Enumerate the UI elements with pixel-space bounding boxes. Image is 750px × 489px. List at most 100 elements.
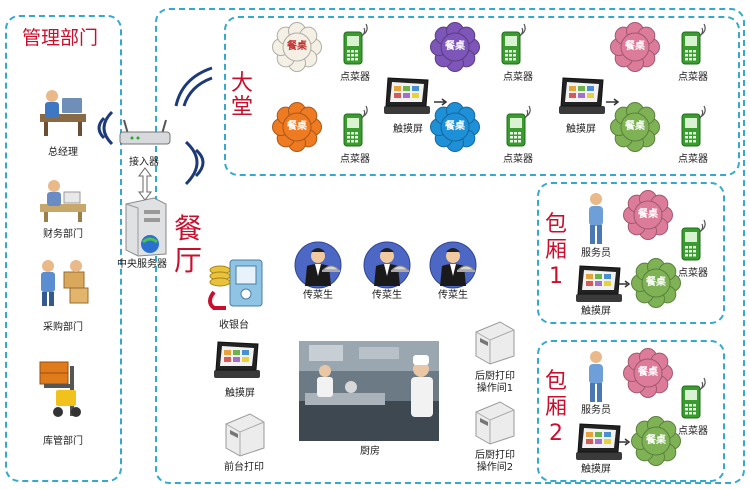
- cashier-touchscreen-label: 触摸屏: [225, 388, 255, 399]
- finance-icon: [36, 178, 90, 224]
- server-staff-1-label: 传菜生: [303, 290, 333, 301]
- room1-arrow-icon: [619, 280, 631, 288]
- wifi-waves-up-icon: [172, 64, 218, 110]
- room2-table-green: 餐桌: [631, 416, 681, 466]
- server-staff-3-label: 传菜生: [438, 290, 468, 301]
- room2-order-device-label: 点菜器: [678, 426, 708, 437]
- hall-order-device-3-label: 点菜器: [678, 72, 708, 83]
- room1-title-3: 1: [549, 264, 563, 289]
- finance-label: 财务部门: [43, 229, 83, 240]
- hall-arrow-1-icon: [434, 98, 450, 106]
- hall-table-1-white: 餐桌: [272, 22, 322, 72]
- purchasing-icon: [34, 258, 92, 308]
- hall-title-1: 大: [230, 71, 253, 96]
- hall-table-3-pink: 餐桌: [610, 22, 660, 72]
- hall-box: [224, 16, 740, 176]
- cashier-label: 收银台: [219, 320, 249, 331]
- kitchen-label: 厨房: [360, 446, 380, 457]
- wifi-waves-left-icon: [86, 108, 116, 148]
- room2-touchscreen-label: 触摸屏: [581, 464, 611, 475]
- hall-touchscreen-1-label: 触摸屏: [393, 124, 423, 135]
- central-server-icon: [120, 196, 170, 258]
- table-label: 餐桌: [646, 277, 666, 288]
- cashier-touchscreen-icon: [210, 340, 264, 380]
- management-box: [5, 15, 122, 482]
- server-staff-3-icon: [428, 240, 478, 290]
- room2-arrow-icon: [619, 438, 631, 446]
- restaurant-title-1: 餐: [173, 212, 202, 245]
- hall-touchscreen-2-label: 触摸屏: [566, 124, 596, 135]
- front-printer-icon: [220, 408, 268, 458]
- table-label: 餐桌: [287, 41, 307, 52]
- table-label: 餐桌: [625, 121, 645, 132]
- room1-touchscreen-icon: [572, 264, 626, 304]
- room2-title-2: 厢: [544, 395, 567, 420]
- cashier-icon: [204, 256, 268, 316]
- hall-title-2: 堂: [230, 95, 253, 120]
- private-room-1-box: [537, 182, 725, 324]
- back-printer-2-label-a: 后厨打印: [475, 450, 515, 461]
- access-point-icon: [118, 119, 172, 150]
- hall-table-5-blue: 餐桌: [430, 102, 480, 152]
- room2-title-1: 包: [544, 369, 567, 394]
- restaurant-title-2: 厅: [173, 244, 202, 277]
- room1-table-green: 餐桌: [631, 258, 681, 308]
- room1-order-device-icon: [680, 219, 710, 264]
- room1-waiter-icon: [584, 192, 608, 246]
- wifi-waves-right-icon: [180, 138, 216, 188]
- hall-order-device-4-icon: [342, 105, 372, 150]
- hall-touchscreen-1-icon: [380, 76, 434, 116]
- room1-order-device-label: 点菜器: [678, 268, 708, 279]
- room2-touchscreen-icon: [572, 422, 626, 462]
- hall-table-4-orange: 餐桌: [272, 102, 322, 152]
- hall-order-device-1-icon: [342, 23, 372, 68]
- hall-order-device-2-label: 点菜器: [503, 72, 533, 83]
- table-label: 餐桌: [638, 209, 658, 220]
- room2-title-3: 2: [549, 421, 563, 446]
- hall-order-device-3-icon: [680, 23, 710, 68]
- room2-waiter-label: 服务员: [581, 405, 611, 416]
- warehouse-label: 库管部门: [43, 436, 83, 447]
- room1-title-1: 包: [544, 212, 567, 237]
- hall-order-device-4-label: 点菜器: [340, 154, 370, 165]
- purchasing-label: 采购部门: [43, 322, 83, 333]
- back-printer-1-icon: [470, 316, 518, 366]
- front-printer-label: 前台打印: [224, 462, 264, 473]
- general-manager-icon: [36, 88, 90, 138]
- table-label: 餐桌: [638, 367, 658, 378]
- hall-order-device-5-icon: [505, 105, 535, 150]
- server-staff-2-icon: [362, 240, 412, 290]
- hall-order-device-6-icon: [680, 105, 710, 150]
- central-server-label: 中央服务器: [117, 259, 167, 270]
- back-printer-2-label-b: 操作间2: [476, 462, 514, 473]
- room1-touchscreen-label: 触摸屏: [581, 306, 611, 317]
- general-manager-label: 总经理: [48, 147, 78, 158]
- warehouse-icon: [32, 360, 94, 420]
- room2-waiter-icon: [584, 350, 608, 404]
- hall-table-2-purple: 餐桌: [430, 22, 480, 72]
- room2-table-pink: 餐桌: [623, 348, 673, 398]
- hall-arrow-2-icon: [606, 98, 622, 106]
- back-printer-1-label-b: 操作间1: [476, 383, 514, 394]
- hall-order-device-6-label: 点菜器: [678, 154, 708, 165]
- hall-order-device-2-icon: [500, 23, 530, 68]
- room1-title-2: 厢: [544, 238, 567, 263]
- room1-waiter-label: 服务员: [581, 248, 611, 259]
- table-label: 餐桌: [646, 435, 666, 446]
- table-label: 餐桌: [445, 41, 465, 52]
- back-printer-1-label-a: 后厨打印: [475, 371, 515, 382]
- table-label: 餐桌: [625, 41, 645, 52]
- back-printer-2-icon: [470, 396, 518, 446]
- table-label: 餐桌: [287, 121, 307, 132]
- hall-table-6-green: 餐桌: [610, 102, 660, 152]
- management-title: 管理部门: [22, 27, 99, 49]
- room1-table-pink: 餐桌: [623, 190, 673, 240]
- hall-order-device-1-label: 点菜器: [340, 72, 370, 83]
- room2-order-device-icon: [680, 377, 710, 422]
- private-room-2-box: [537, 340, 725, 482]
- server-staff-2-label: 传菜生: [372, 290, 402, 301]
- access-point-label: 接入器: [129, 157, 159, 168]
- hall-order-device-5-label: 点菜器: [503, 154, 533, 165]
- table-label: 餐桌: [445, 121, 465, 132]
